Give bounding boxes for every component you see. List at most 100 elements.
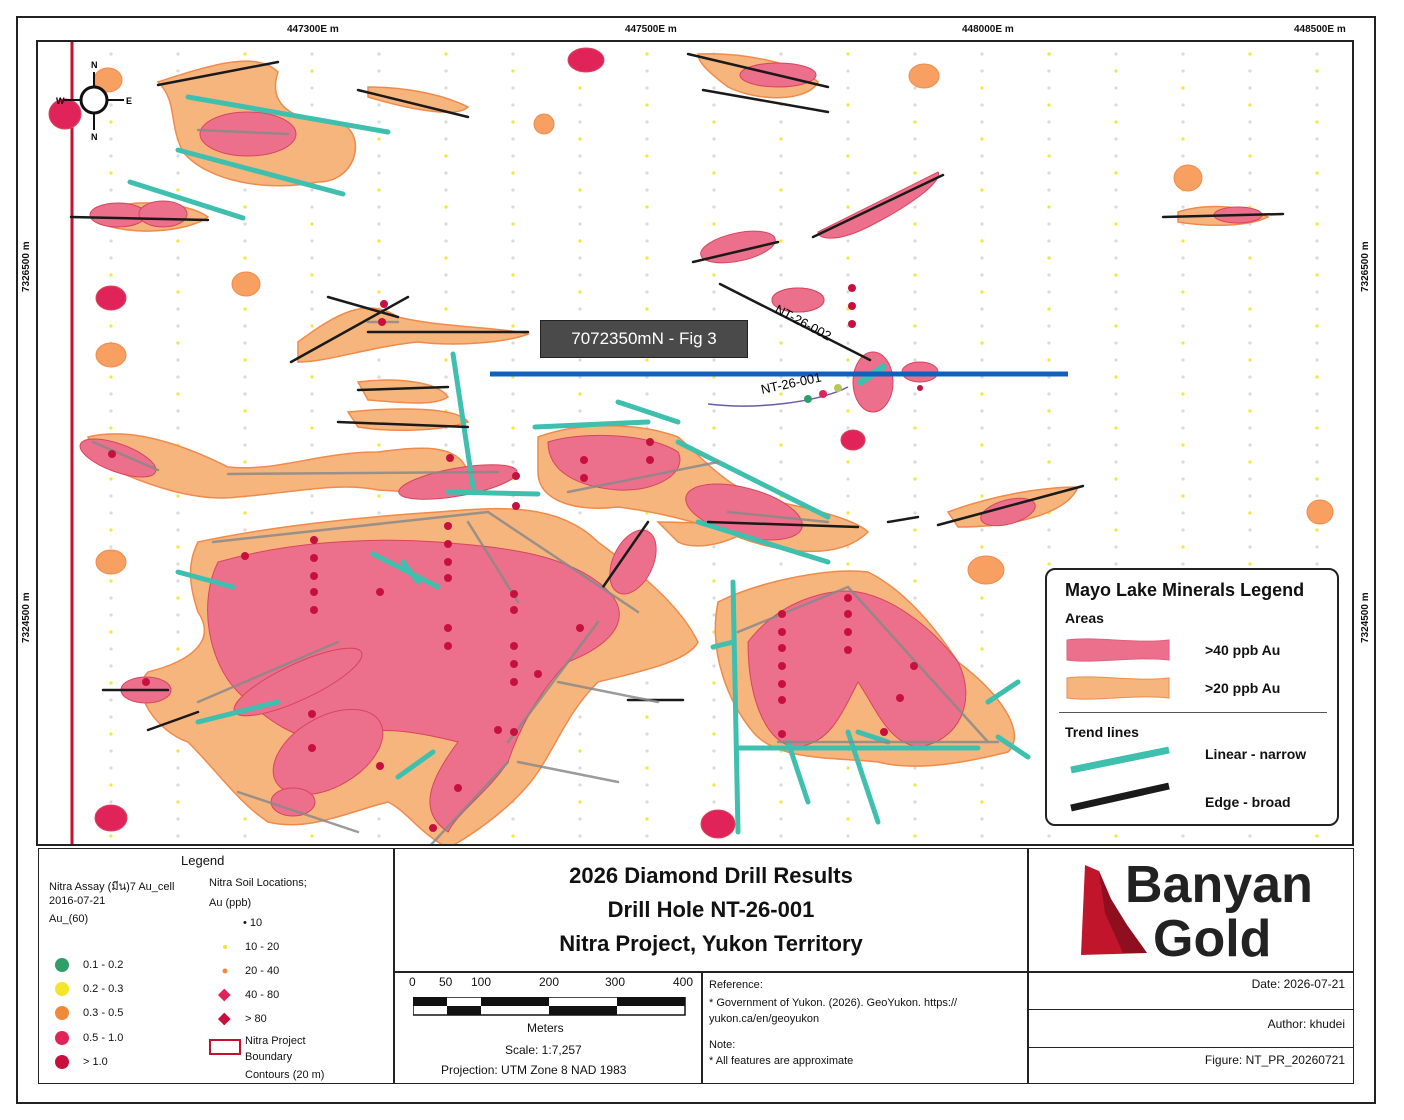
soil-sample-dot	[712, 290, 716, 294]
soil-sample-dot	[578, 307, 582, 311]
contours-label: Contours (20 m)	[245, 1069, 325, 1081]
map-figure: Figure: NT_PR_20260721	[1204, 1053, 1345, 1067]
soil-sample-dot	[846, 154, 850, 158]
soil-class-label: 40 - 80	[245, 989, 280, 1001]
soil-sample-dot	[377, 103, 381, 107]
soil-sample-dot	[1315, 86, 1319, 90]
map-canvas[interactable]: NT-26-002 NT-26-001 N N E W	[36, 40, 1354, 846]
soil-sample-dot	[176, 494, 180, 498]
soil-sample-dot	[980, 613, 984, 617]
soil-sample-dot	[578, 120, 582, 124]
soil-sample-dot	[1181, 477, 1185, 481]
soil-sample-dot	[1114, 188, 1118, 192]
soil-sample-dot	[1114, 375, 1118, 379]
soil-sample-dot	[176, 647, 180, 651]
soil-sample-dot	[645, 715, 649, 719]
soil-sample-dot	[511, 239, 515, 243]
soil-anomaly-points	[108, 284, 923, 832]
soil-sample-dot	[377, 137, 381, 141]
soil-sample-dot	[1047, 545, 1051, 549]
soil-sample-dot	[712, 562, 716, 566]
soil-sample-dot	[511, 103, 515, 107]
easting-label: 448000E m	[962, 24, 1014, 35]
soil-sample-dot	[1248, 256, 1252, 260]
soil-sample-dot	[1248, 324, 1252, 328]
scale-bar	[413, 997, 686, 1016]
soil-sample-dot	[1181, 426, 1185, 430]
soil-sample-dot	[1315, 477, 1319, 481]
soil-sample-dot	[645, 307, 649, 311]
soil-sample-dot	[310, 392, 314, 396]
soil-sample-dot	[511, 69, 515, 73]
soil-sample-dot	[243, 528, 247, 532]
soil-sample-dot	[1114, 52, 1118, 56]
soil-sample-dot	[913, 256, 917, 260]
map-author: Author: khudei	[1267, 1017, 1345, 1031]
soil-class-label: 20 - 40	[245, 965, 280, 977]
easting-label: 447300E m	[287, 24, 339, 35]
assay-date: 2016-07-21	[49, 895, 106, 907]
soil-sample-dot	[1315, 375, 1319, 379]
soil-sample-dot	[444, 222, 448, 226]
soil-sample-dot	[980, 341, 984, 345]
soil-sample-dot	[913, 341, 917, 345]
soil-sample-dot	[712, 545, 716, 549]
soil-sample-dot	[779, 817, 783, 821]
soil-sample-dot	[1315, 69, 1319, 73]
assay-title: Nitra Assay (มีน)7 Au_cell	[49, 881, 175, 893]
soil-sample-dot	[980, 222, 984, 226]
soil-sample-dot	[645, 188, 649, 192]
soil-sample-dot	[176, 749, 180, 753]
compass-n: N	[91, 60, 98, 70]
soil-sample-dot	[779, 154, 783, 158]
soil-sample-dot	[779, 239, 783, 243]
soil-sample-dot	[1181, 154, 1185, 158]
soil-sample-dot	[176, 171, 180, 175]
soil-sample-dot	[779, 783, 783, 787]
soil-sample-dot	[1047, 103, 1051, 107]
soil-sample-dot	[980, 647, 984, 651]
soil-sample-dot	[1248, 528, 1252, 532]
soil-sample-dot	[109, 766, 113, 770]
soil-sample-dot	[846, 239, 850, 243]
soil-sample-dot	[176, 375, 180, 379]
soil-sample-dot	[913, 273, 917, 277]
soil-sample-dot	[712, 749, 716, 753]
soil-sample-dot	[1315, 324, 1319, 328]
soil-symbols	[217, 945, 231, 1026]
soil-sample-dot	[1248, 52, 1252, 56]
soil-sample-dot	[1248, 460, 1252, 464]
assay-symbols	[55, 958, 69, 1069]
soil-sample-dot	[712, 358, 716, 362]
soil-class-label: > 80	[245, 1013, 267, 1025]
soil-sample-dot	[578, 239, 582, 243]
reference-block: Reference: * Government of Yukon. (2026)…	[702, 972, 1028, 1084]
soil-sample-dot	[980, 358, 984, 362]
compass-w: W	[56, 96, 65, 106]
scale-tick: 400	[673, 975, 694, 989]
soil-sample-dot	[1248, 188, 1252, 192]
soil-sample-dot	[712, 188, 716, 192]
soil-sample-dot	[1248, 443, 1252, 447]
assay-class-label: > 1.0	[83, 1056, 108, 1068]
soil-sample-dot	[176, 290, 180, 294]
soil-sample-dot	[980, 273, 984, 277]
soil-sample-dot	[511, 460, 515, 464]
trend-lines-edge	[69, 52, 1285, 732]
soil-sample-dot	[980, 307, 984, 311]
soil-sample-dot	[1181, 358, 1185, 362]
soil-sample-dot	[578, 154, 582, 158]
soil-sample-dot	[1114, 426, 1118, 430]
soil-sample-dot	[109, 375, 113, 379]
soil-sample-dot	[645, 256, 649, 260]
soil-sample-dot	[1248, 562, 1252, 566]
soil-sample-dot	[377, 69, 381, 73]
soil-sample-dot	[109, 52, 113, 56]
scale-tick: 200	[539, 975, 560, 989]
soil-sample-dot	[712, 154, 716, 158]
soil-sample-dot	[109, 324, 113, 328]
soil-sample-dot	[980, 630, 984, 634]
soil-sample-dot	[980, 239, 984, 243]
soil-sample-dot	[846, 256, 850, 260]
legend-divider	[1059, 712, 1327, 713]
